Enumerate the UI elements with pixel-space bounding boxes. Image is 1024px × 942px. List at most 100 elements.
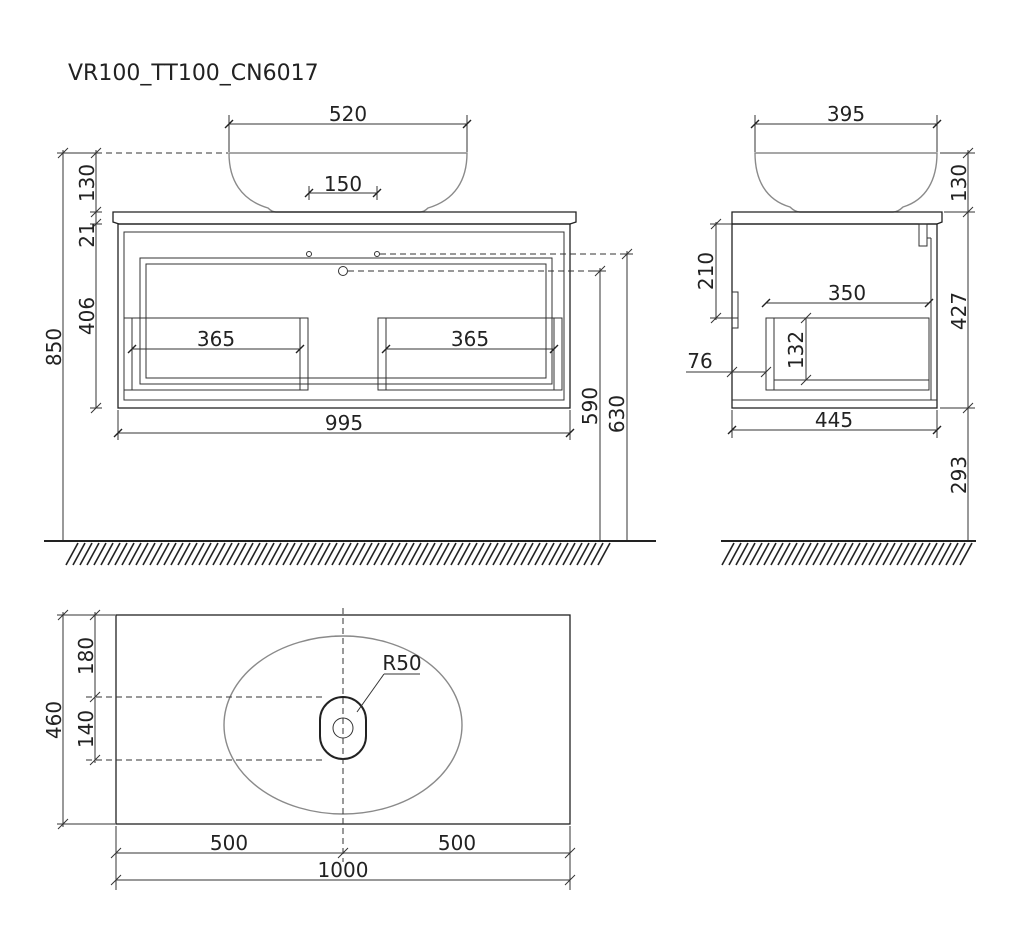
hatch-stroke (310, 542, 324, 566)
dim-side-drawer-offset: 210 (694, 252, 718, 290)
hatch-stroke (457, 542, 471, 566)
hatch-stroke (826, 542, 840, 566)
hatch-stroke (749, 542, 763, 566)
hatch-stroke (959, 542, 973, 566)
hatch-stroke (170, 542, 184, 566)
hatch-stroke (569, 542, 583, 566)
hatch-stroke (527, 542, 541, 566)
hatch-stroke (903, 542, 917, 566)
hatch-stroke (555, 542, 569, 566)
hatch-stroke (219, 542, 233, 566)
hatch-stroke (798, 542, 812, 566)
hatch-stroke (861, 542, 875, 566)
dim-drain-spacing: 150 (324, 172, 362, 196)
hatch-stroke (597, 542, 611, 566)
hatch-stroke (854, 542, 868, 566)
hatch-stroke (198, 542, 212, 566)
hatch-stroke (721, 542, 735, 566)
hatch-stroke (303, 542, 317, 566)
hatch-stroke (380, 542, 394, 566)
hole-drain (338, 266, 348, 276)
hatch-stroke (373, 542, 387, 566)
dim-basin-width: 520 (329, 102, 367, 126)
dim-floor-clearance: 293 (947, 456, 971, 494)
side-siphon (918, 223, 928, 247)
hatch-stroke (86, 542, 100, 566)
hatch-stroke (72, 542, 86, 566)
left-drawer-side-2 (299, 317, 309, 391)
dim-cabinet-width: 995 (325, 411, 363, 435)
front-cabinet-inner (123, 231, 565, 401)
hatch-stroke (952, 542, 966, 566)
hatch-stroke (819, 542, 833, 566)
side-drawer-front (765, 317, 775, 391)
hatch-stroke (289, 542, 303, 566)
dim-right-drawer: 365 (451, 327, 489, 351)
hatch-stroke (191, 542, 205, 566)
hatch-stroke (777, 542, 791, 566)
hatch-stroke (177, 542, 191, 566)
dim-left-drawer: 365 (197, 327, 235, 351)
dim-top-offset-mid: 140 (74, 710, 98, 748)
hatch-stroke (735, 542, 749, 566)
hatch-stroke (324, 542, 338, 566)
hatch-stroke (917, 542, 931, 566)
top-view: R50 180 140 460 500 500 1000 (42, 608, 576, 890)
hatch-stroke (275, 542, 289, 566)
dim-side-drawer-height: 132 (784, 331, 808, 369)
hatch-stroke (805, 542, 819, 566)
dim-side-basin-depth: 395 (827, 102, 865, 126)
hatch-stroke (833, 542, 847, 566)
hatch-stroke (352, 542, 366, 566)
hatch-stroke (128, 542, 142, 566)
hatch-stroke (394, 542, 408, 566)
hole-left (306, 251, 312, 257)
hatch-stroke (93, 542, 107, 566)
hatch-stroke (450, 542, 464, 566)
hatch-stroke (791, 542, 805, 566)
hatch-stroke (924, 542, 938, 566)
hatch-stroke (233, 542, 247, 566)
hatch-stroke (728, 542, 742, 566)
hatch-stroke (65, 542, 79, 566)
dim-side-cabinet-height: 427 (947, 292, 971, 330)
hatch-stroke (945, 542, 959, 566)
dim-basin-height: 130 (75, 164, 99, 202)
hatch-stroke (541, 542, 555, 566)
hatch-stroke (534, 542, 548, 566)
hatch-stroke (359, 542, 373, 566)
hatch-stroke (520, 542, 534, 566)
hatch-stroke (910, 542, 924, 566)
dim-top-total-width: 1000 (318, 858, 369, 882)
hatch-stroke (163, 542, 177, 566)
hatch-stroke (875, 542, 889, 566)
hatch-stroke (590, 542, 604, 566)
hole-right (374, 251, 380, 257)
hatch-stroke (868, 542, 882, 566)
hatch-stroke (770, 542, 784, 566)
hatch-stroke (317, 542, 331, 566)
hatch-stroke (240, 542, 254, 566)
left-drawer-side (123, 317, 133, 391)
front-countertop (112, 211, 577, 225)
hatch-stroke (415, 542, 429, 566)
front-recess-inner (145, 263, 547, 379)
hatch-stroke (742, 542, 756, 566)
side-view: 395 130 427 293 210 350 132 76 (686, 102, 976, 566)
hatch-stroke (576, 542, 590, 566)
hatch-stroke (478, 542, 492, 566)
hatch-stroke (135, 542, 149, 566)
hatch-stroke (345, 542, 359, 566)
hatch-stroke (931, 542, 945, 566)
hatch-stroke (485, 542, 499, 566)
hatch-stroke (268, 542, 282, 566)
dim-side-basin-height: 130 (947, 164, 971, 202)
dim-top-total-depth: 460 (42, 701, 66, 739)
hatch-stroke (212, 542, 226, 566)
dim-top-thickness: 21 (75, 222, 99, 247)
drawing-title: VR100_TT100_CN6017 (68, 61, 319, 86)
hatch-stroke (464, 542, 478, 566)
hatch-stroke (812, 542, 826, 566)
hatch-stroke (443, 542, 457, 566)
dim-top-half-left: 500 (210, 831, 248, 855)
